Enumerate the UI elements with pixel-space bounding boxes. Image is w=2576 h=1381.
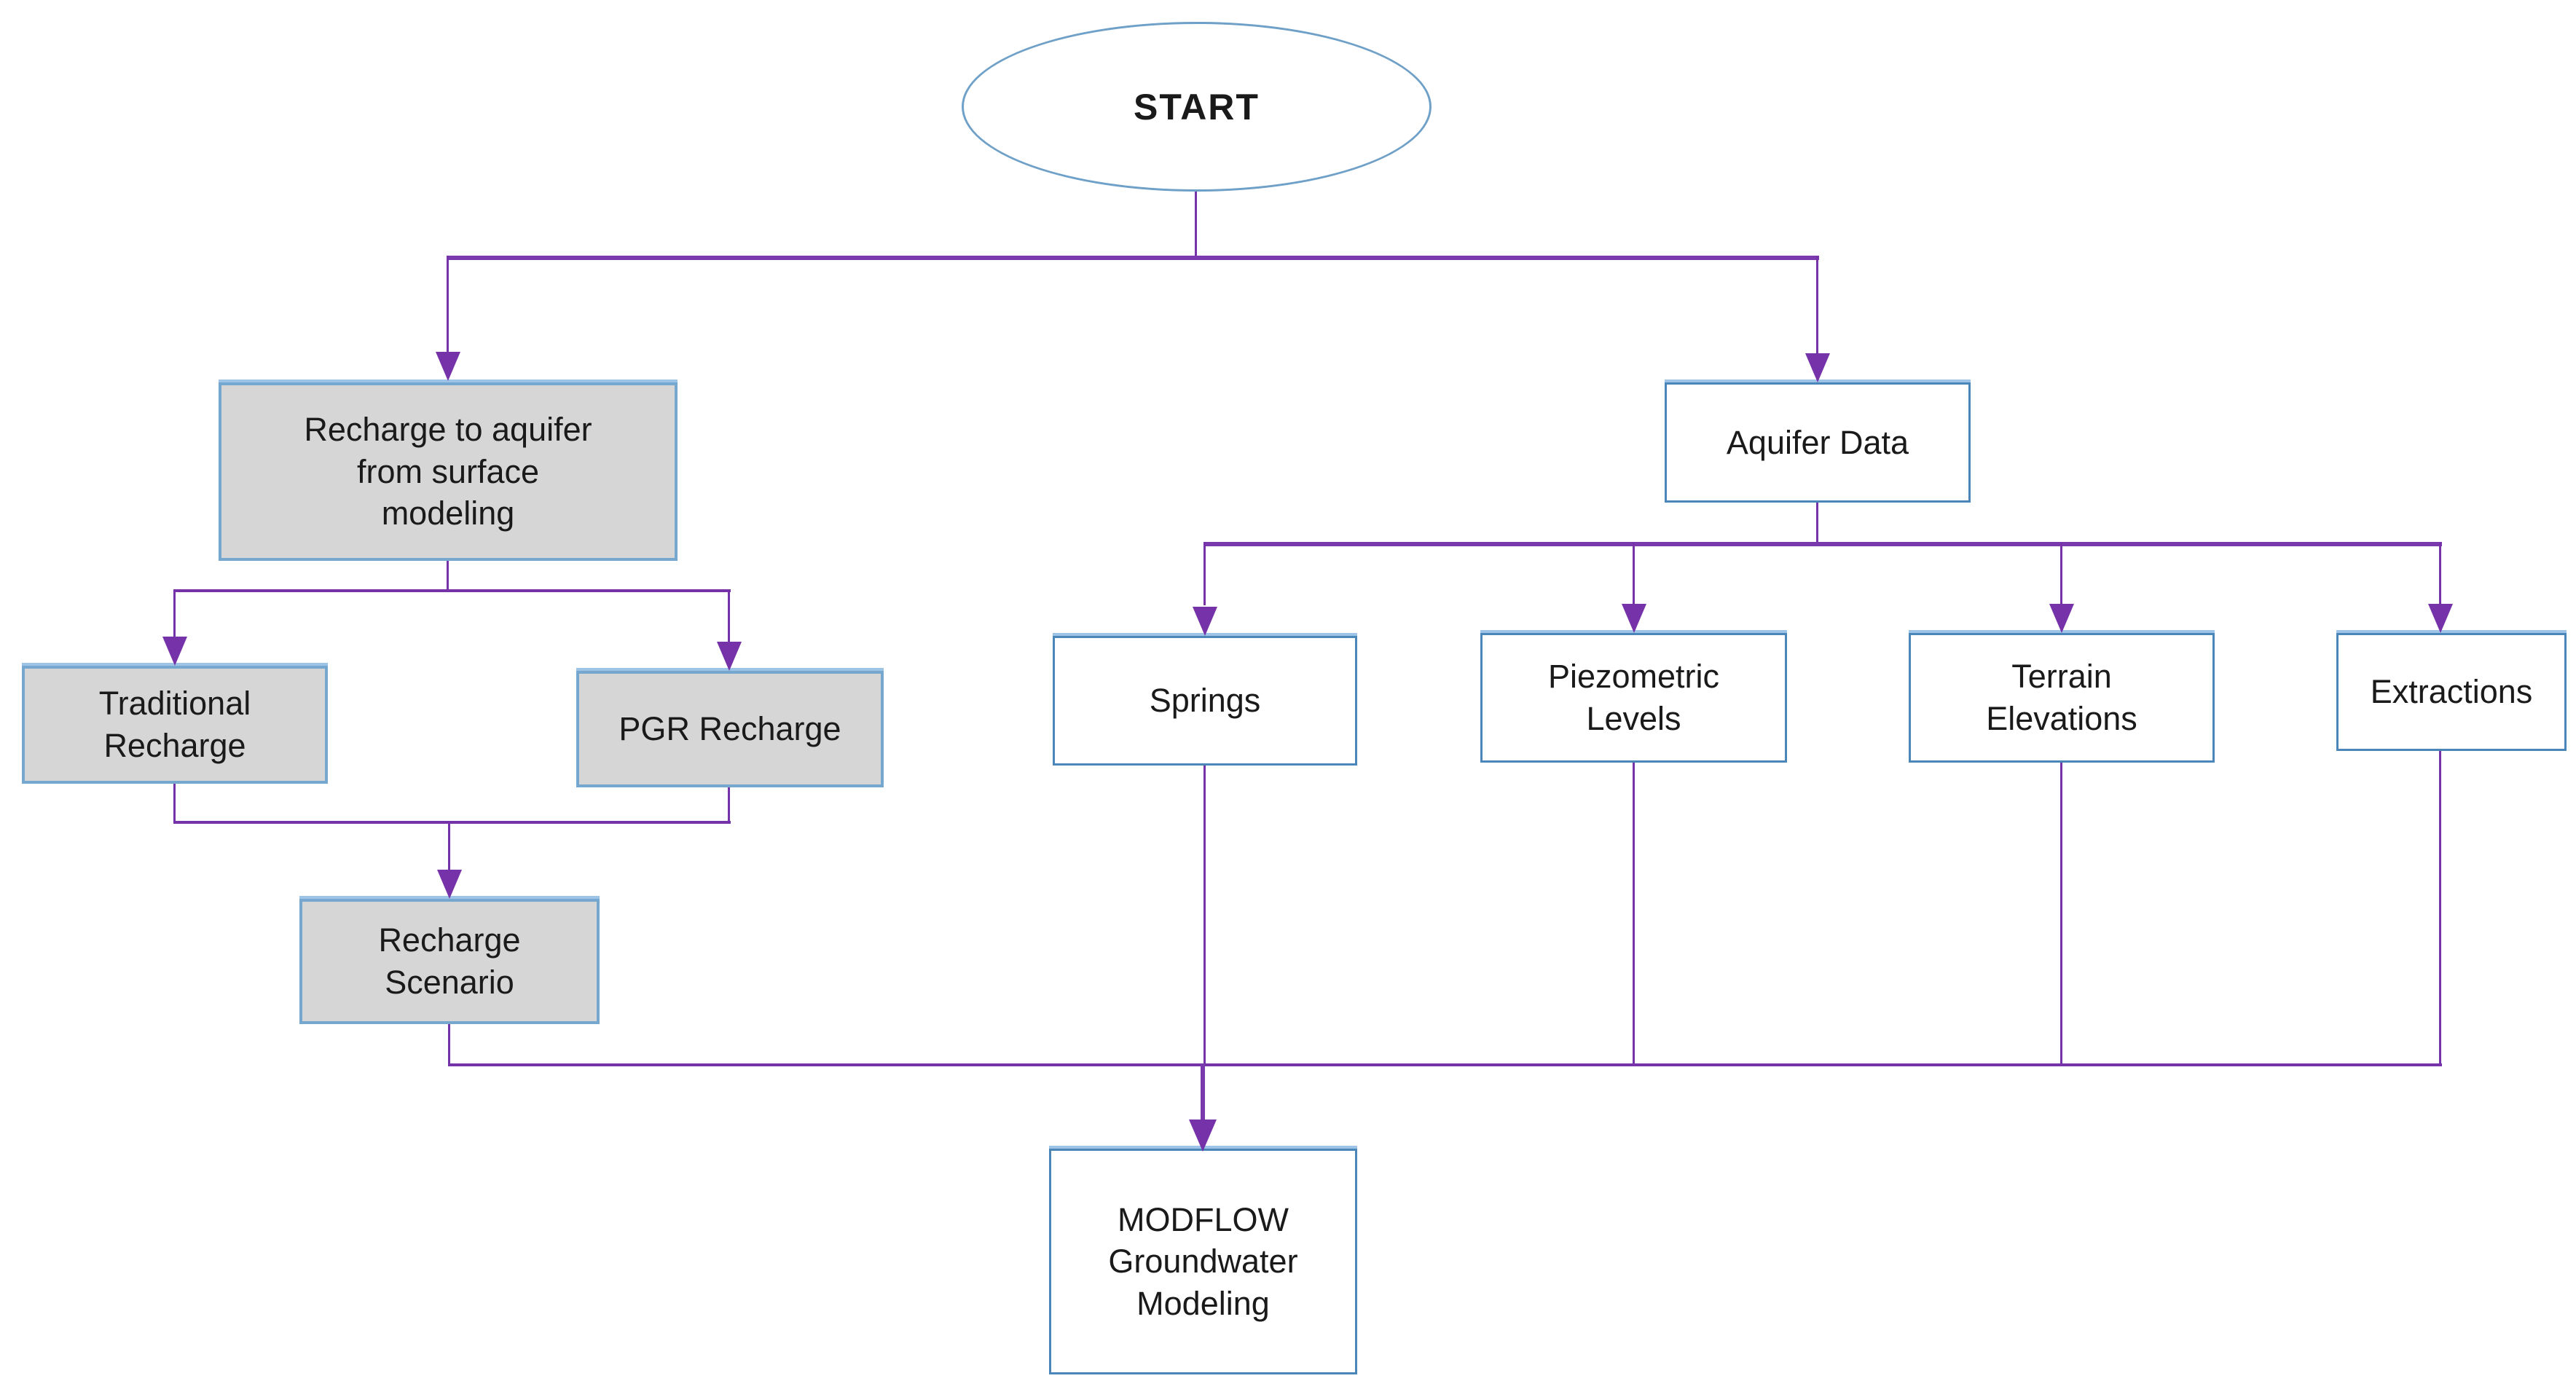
connector-drop-scenario <box>448 821 450 871</box>
arrowhead-scenario <box>437 870 462 899</box>
connector-terrain-down <box>2060 763 2062 1066</box>
connector-drop-traditional <box>173 589 176 638</box>
connector-collector-bar <box>448 1063 2442 1066</box>
connector-start-stem <box>1195 192 1197 259</box>
connector-drop-terrain <box>2060 542 2062 605</box>
arrowhead-traditional <box>162 637 187 666</box>
arrowhead-recharge-surface <box>436 352 460 381</box>
connector-drop-springs <box>1203 542 1206 605</box>
connector-recharge-surface-stem <box>447 561 449 591</box>
node-piezometric-levels: Piezometric Levels <box>1480 633 1787 763</box>
connector-aquifer-split-bar <box>1205 542 2442 546</box>
connector-drop-extractions <box>2439 542 2441 605</box>
node-modflow: MODFLOW Groundwater Modeling <box>1049 1149 1357 1374</box>
arrowhead-pgr <box>717 642 742 671</box>
connector-drop-modflow <box>1201 1063 1205 1122</box>
connector-aquifer-stem <box>1816 503 1818 544</box>
arrowhead-modflow <box>1189 1120 1217 1152</box>
connector-recharge-split-bar <box>175 589 731 592</box>
connector-scenario-down <box>448 1024 450 1066</box>
node-pgr-recharge: PGR Recharge <box>576 671 884 787</box>
arrowhead-piezometric <box>1622 604 1646 633</box>
node-recharge-scenario: Recharge Scenario <box>299 899 600 1024</box>
node-start: START <box>962 22 1432 192</box>
connector-pgr-down <box>728 787 730 824</box>
node-traditional-recharge: Traditional Recharge <box>22 666 328 784</box>
node-springs: Springs <box>1053 636 1357 766</box>
node-terrain-elevations: Terrain Elevations <box>1909 633 2215 763</box>
connector-traditional-down <box>173 784 176 824</box>
arrowhead-aquifer-data <box>1805 353 1830 382</box>
arrowhead-extractions <box>2428 604 2453 633</box>
connector-piezometric-down <box>1633 763 1635 1066</box>
node-extractions: Extractions <box>2336 633 2567 751</box>
arrowhead-springs <box>1193 607 1217 636</box>
arrowhead-terrain <box>2049 604 2074 633</box>
connector-top-split-bar <box>448 256 1819 260</box>
node-recharge-surface: Recharge to aquifer from surface modelin… <box>219 382 678 561</box>
connector-merge-bar <box>175 821 731 824</box>
connector-drop-recharge-surface <box>447 256 449 354</box>
node-aquifer-data: Aquifer Data <box>1665 382 1971 503</box>
connector-drop-pgr <box>728 589 730 643</box>
connector-springs-down <box>1203 766 1206 1066</box>
connector-drop-piezometric <box>1633 542 1635 605</box>
connector-drop-aquifer-data <box>1816 256 1818 355</box>
connector-extractions-down <box>2439 751 2441 1066</box>
